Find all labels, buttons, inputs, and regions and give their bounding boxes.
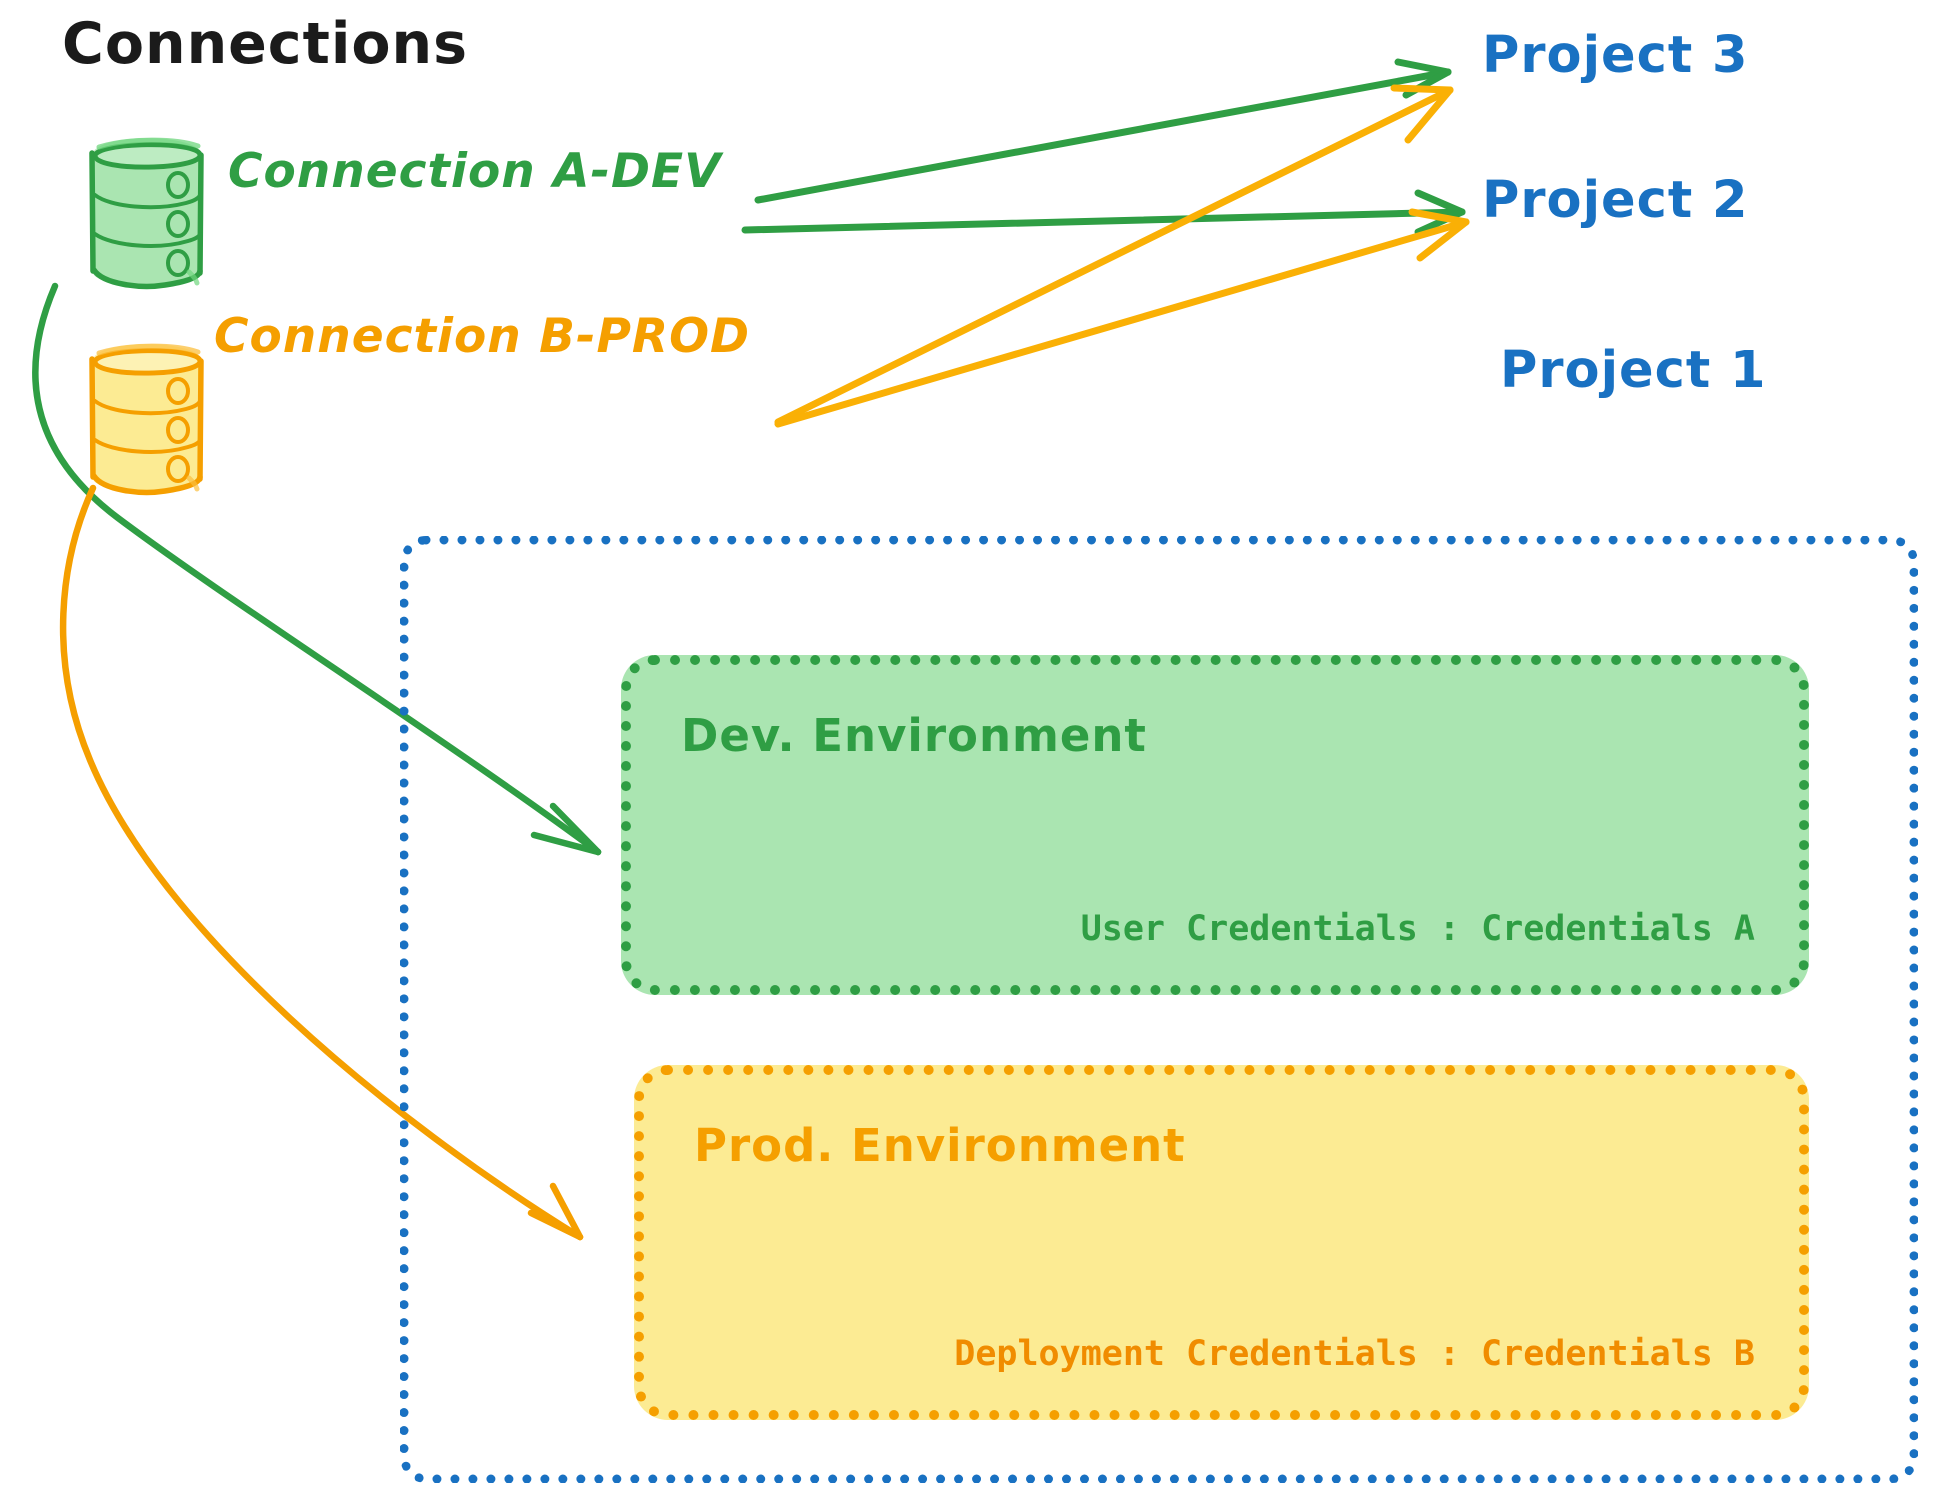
- project-label-2[interactable]: Project 2: [1482, 171, 1749, 230]
- arrow-conn-b-to-project-3: [774, 84, 1454, 426]
- arrow-conn-b-to-prod-environment: [59, 484, 584, 1241]
- connection-label-a-dev[interactable]: Connection A-DEV: [228, 144, 722, 199]
- dev-environment-credentials: User Credentials : Credentials A: [1080, 909, 1755, 949]
- prod-environment-credentials: Deployment Credentials : Credentials B: [954, 1334, 1755, 1374]
- dev-environment-title: Dev. Environment: [681, 709, 1147, 762]
- database-cylinder-icon-orange: [89, 343, 204, 496]
- arrow-conn-b-to-project-2: [774, 208, 1470, 428]
- page-title: Connections: [62, 11, 469, 77]
- arrow-conn-a-to-project-2: [741, 189, 1466, 236]
- dev-environment-box[interactable]: Dev. Environment User Credentials : Cred…: [621, 655, 1809, 995]
- project-label-3[interactable]: Project 3: [1482, 26, 1749, 85]
- prod-environment-box[interactable]: Prod. Environment Deployment Credentials…: [634, 1065, 1809, 1420]
- prod-environment-title: Prod. Environment: [694, 1119, 1186, 1172]
- arrow-conn-a-to-project-3: [754, 58, 1452, 204]
- database-cylinder-icon-green: [89, 137, 204, 290]
- arrow-conn-a-to-dev-environment: [32, 282, 602, 856]
- project-label-1[interactable]: Project 1: [1500, 341, 1767, 400]
- project-1-container: Dev. Environment User Credentials : Cred…: [400, 536, 1918, 1483]
- connection-label-b-prod[interactable]: Connection B-PROD: [214, 309, 751, 364]
